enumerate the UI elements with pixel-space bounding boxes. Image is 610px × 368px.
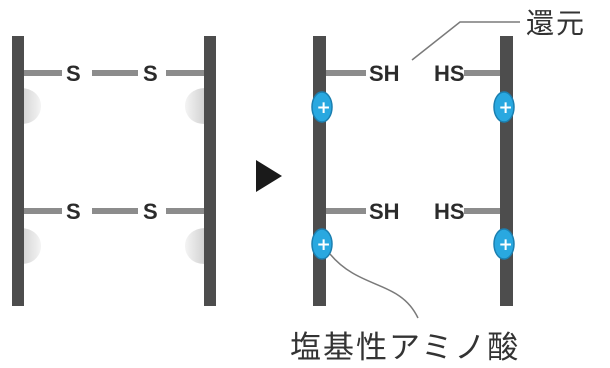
basic-amino-acid-label: 塩基性アミノ酸 xyxy=(290,330,520,366)
bond-line xyxy=(326,70,366,76)
left-protein-strand xyxy=(313,36,326,306)
reduction-leader-line xyxy=(411,21,520,61)
bond-line xyxy=(92,70,138,76)
left-protein-strand xyxy=(12,36,24,306)
sulfur-label: S xyxy=(143,199,158,224)
svg-text:+: + xyxy=(499,98,513,118)
bond-line xyxy=(24,70,62,76)
thiol-label: SH xyxy=(369,199,400,224)
positive-charge-icon: + xyxy=(311,228,333,260)
bond-line xyxy=(464,208,500,214)
thiol-label: HS xyxy=(434,199,465,224)
thiol-label: SH xyxy=(369,61,400,86)
right-strand-bulge xyxy=(184,228,206,264)
right-protein-strand xyxy=(204,36,216,306)
arrow-icon xyxy=(256,160,282,192)
left-panel: S S S S xyxy=(12,36,216,306)
amino-acid-leader-line xyxy=(329,253,419,319)
svg-text:+: + xyxy=(499,235,513,255)
bond-line xyxy=(24,208,62,214)
bond-line xyxy=(92,208,138,214)
sulfur-label: S xyxy=(143,61,158,86)
svg-text:+: + xyxy=(317,235,331,255)
positive-charge-icon: + xyxy=(493,228,515,260)
sulfur-label: S xyxy=(66,199,81,224)
right-protein-strand xyxy=(500,36,513,306)
bond-line xyxy=(166,70,204,76)
left-strand-bulge xyxy=(20,228,42,264)
bond-line xyxy=(166,208,204,214)
bond-line xyxy=(464,70,500,76)
bond-line xyxy=(326,208,366,214)
positive-charge-icon: + xyxy=(311,91,333,123)
right-panel: SH HS SH HS + + + + 還元 塩基性アミノ酸 xyxy=(290,7,586,366)
positive-charge-icon: + xyxy=(493,91,515,123)
sulfur-label: S xyxy=(66,61,81,86)
reduction-label: 還元 xyxy=(526,7,586,40)
thiol-label: HS xyxy=(434,61,465,86)
right-strand-bulge xyxy=(184,88,206,124)
svg-text:+: + xyxy=(317,98,331,118)
left-strand-bulge xyxy=(20,88,42,124)
